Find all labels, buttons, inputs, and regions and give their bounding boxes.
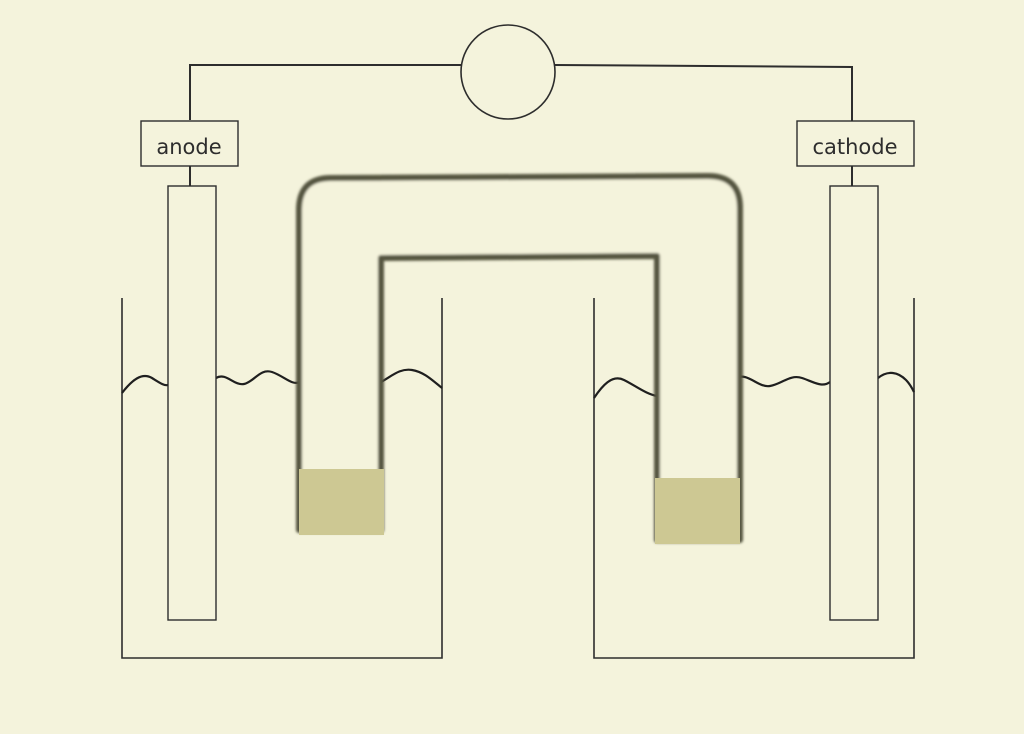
left-wave-c: [380, 368, 443, 389]
anode-label-box: anode: [140, 120, 239, 167]
anode-electrode: [167, 185, 217, 621]
right-plug: [655, 478, 740, 544]
left-wave-a: [121, 374, 169, 394]
circle-meter-icon: [460, 24, 556, 120]
salt-bridge: [296, 173, 743, 544]
anode-label-frame: [140, 120, 239, 167]
anode-label: anode: [156, 135, 221, 159]
right-wave-b: [735, 375, 831, 388]
cathode-label-frame: [796, 120, 915, 167]
circuit-wire: [189, 64, 853, 186]
cathode-label: cathode: [812, 135, 897, 159]
right-wave-a: [593, 377, 658, 399]
right-wave-c: [877, 371, 915, 393]
right-beaker: [593, 298, 915, 659]
left-beaker: [121, 298, 443, 659]
left-wave-b: [215, 370, 301, 386]
left-plug: [299, 469, 384, 535]
cathode-label-box: cathode: [796, 120, 915, 167]
wire-right: [554, 64, 853, 122]
wire-left: [189, 64, 462, 120]
liquid-surface: [121, 368, 915, 399]
cathode-electrode: [829, 185, 879, 621]
